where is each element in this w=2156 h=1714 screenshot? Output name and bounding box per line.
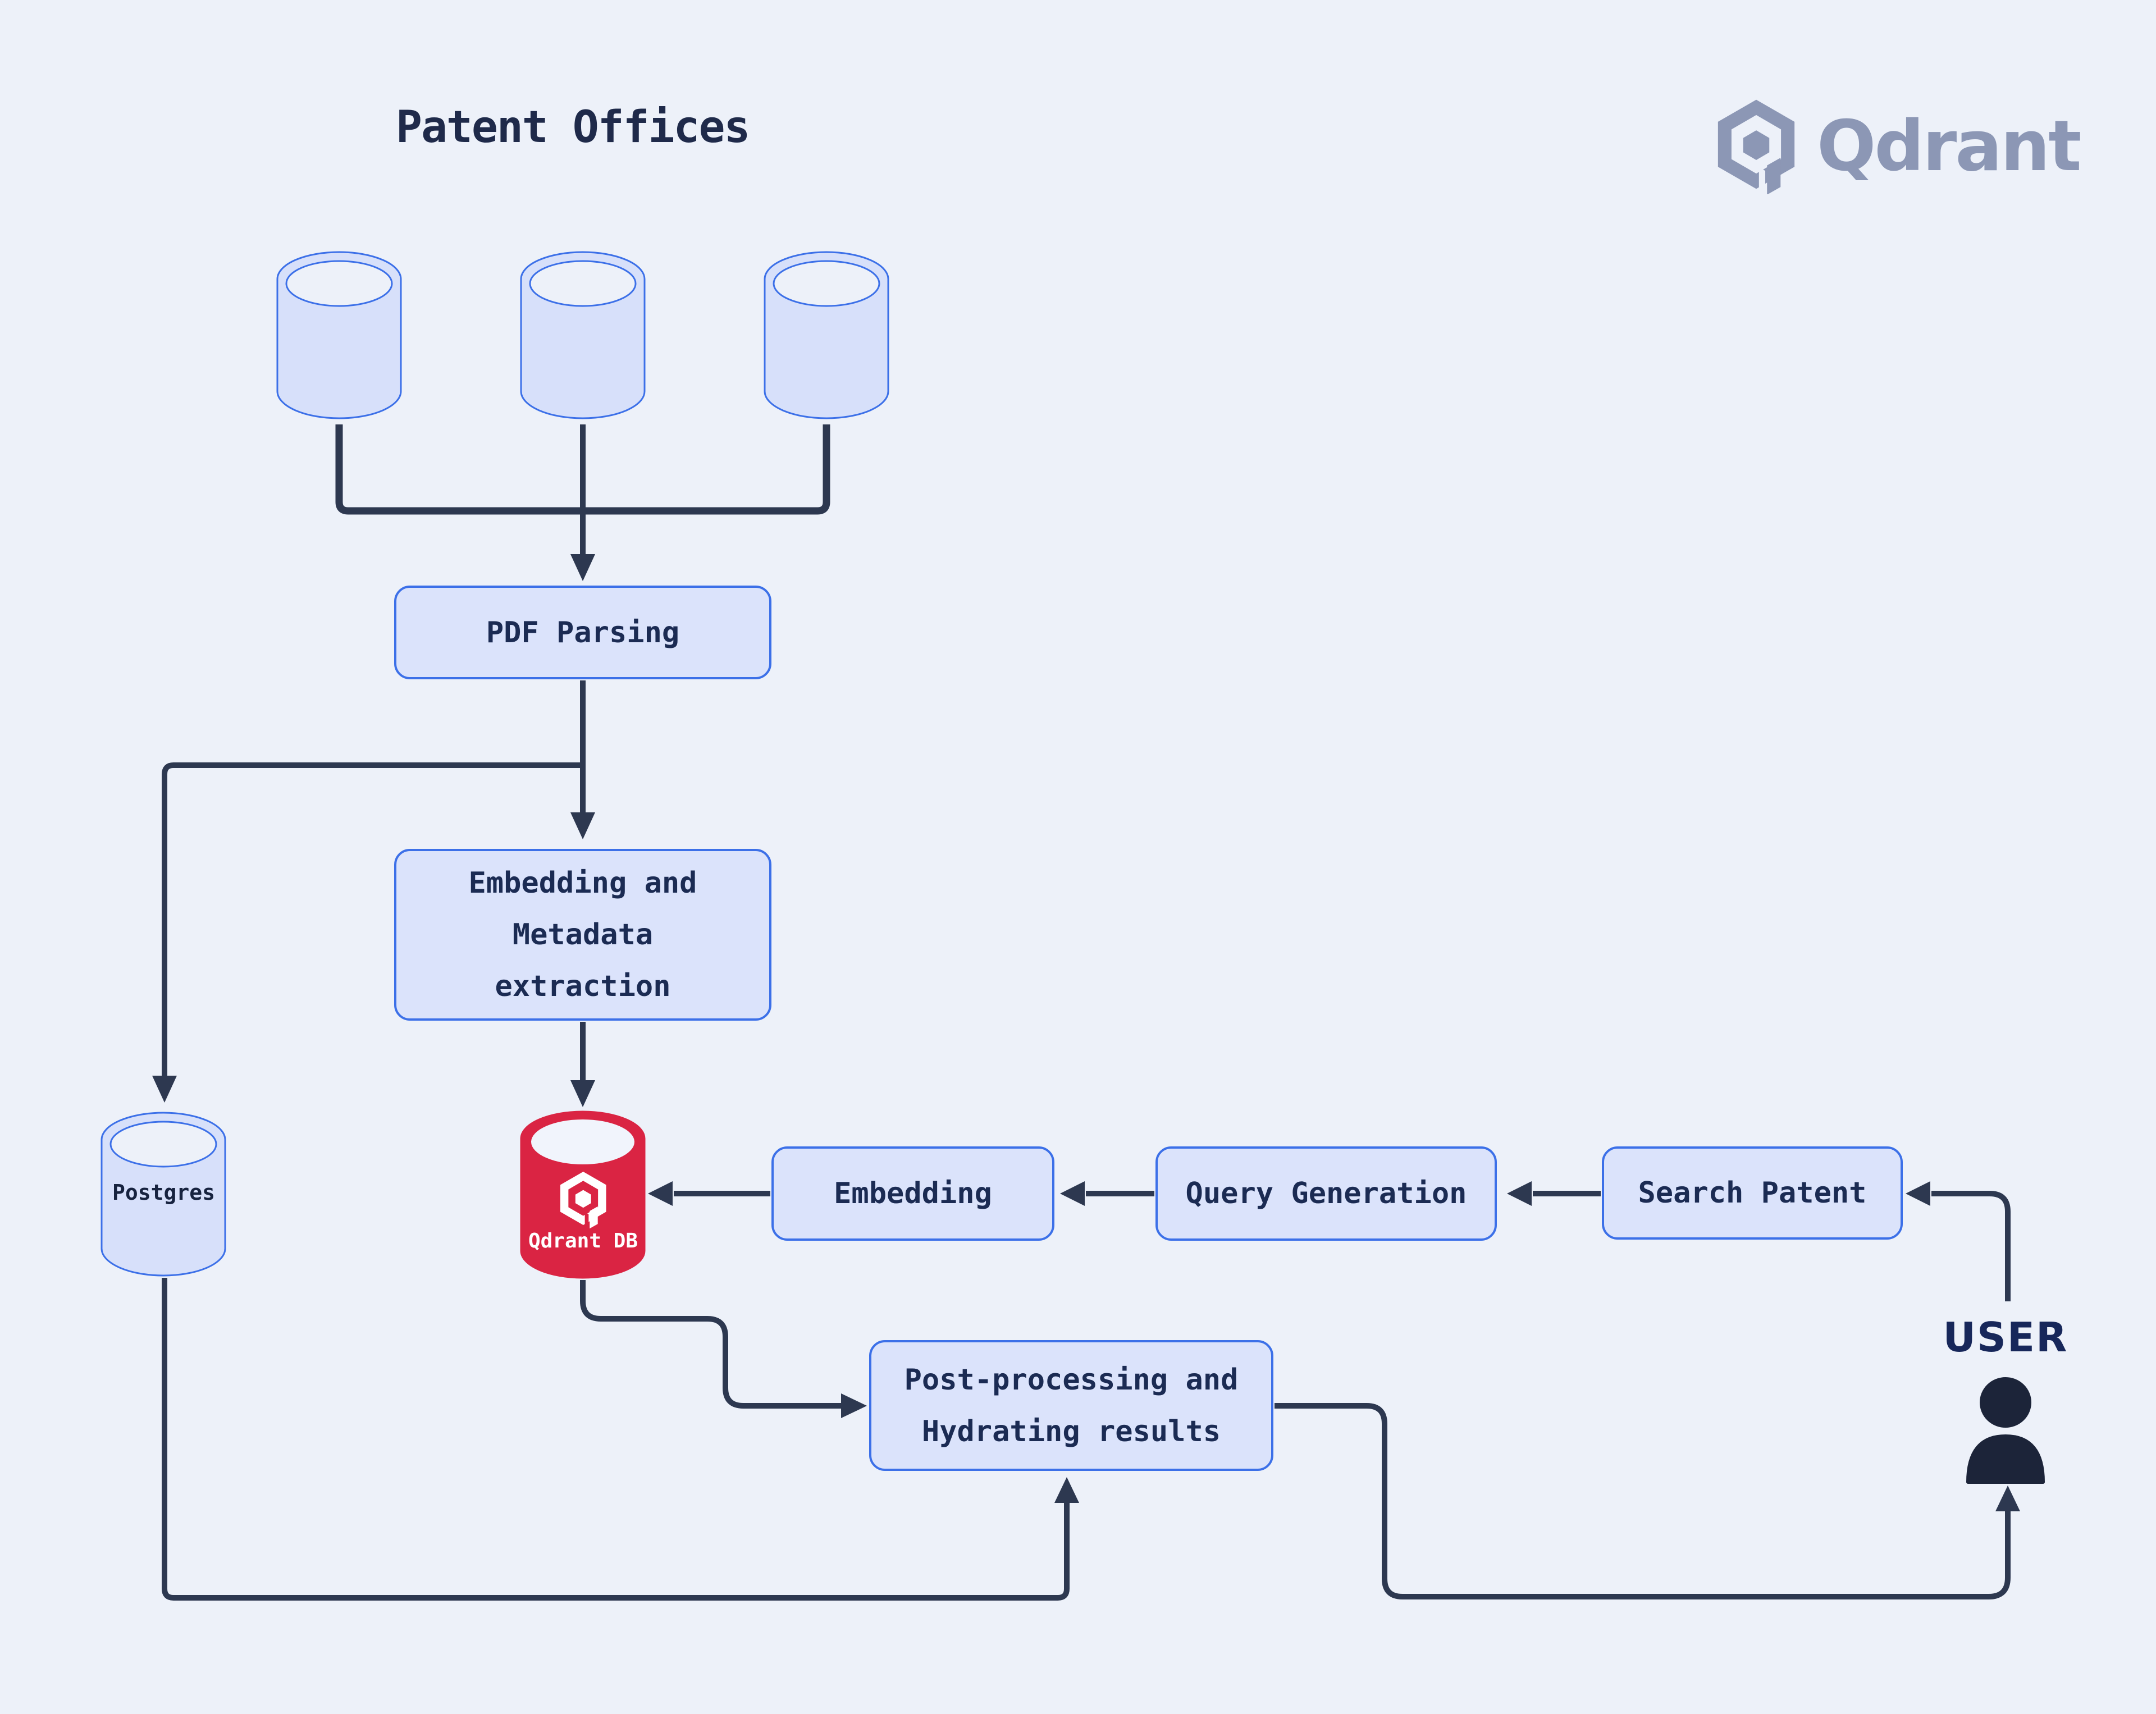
- patent-source-db-icon-2: [520, 251, 646, 419]
- node-label-line: Metadata: [512, 918, 654, 952]
- qdrant-db-label: Qdrant DB: [528, 1229, 638, 1253]
- qdrant-logo-icon: [1718, 99, 1795, 194]
- postgres-db-icon: [101, 1112, 226, 1277]
- node-search-patent: Search Patent: [1602, 1146, 1903, 1240]
- arrowhead-into-postproc-left: [841, 1393, 867, 1418]
- person-icon: [1966, 1377, 2045, 1484]
- node-label: Embedding: [834, 1177, 992, 1210]
- qdrant-brand: Qdrant: [1717, 99, 2082, 194]
- edge-user-to-search: [1931, 1191, 2011, 1301]
- user-label: USER: [1943, 1314, 2068, 1361]
- qdrant-db-icon: [520, 1110, 646, 1279]
- edge-postgres-to-postproc: [162, 1278, 1070, 1601]
- arrowhead-into-postproc-bottom: [1054, 1477, 1079, 1503]
- edge-qdrantdb-to-postproc: [580, 1280, 842, 1409]
- qdrant-wordmark: Qdrant: [1817, 106, 2082, 187]
- node-label-line: Post-processing and: [904, 1363, 1239, 1397]
- arrowhead-into-pdf: [570, 554, 595, 581]
- arrowhead-into-qdrantdb-top: [570, 1080, 595, 1107]
- edge-postproc-to-user: [1275, 1403, 2011, 1599]
- node-pdf-parsing: PDF Parsing: [394, 586, 771, 679]
- edge-pdf-to-postgres: [162, 762, 583, 1077]
- patent-source-db-icon-3: [764, 251, 889, 419]
- node-query-generation: Query Generation: [1155, 1146, 1497, 1241]
- node-post-processing: Post-processing and Hydrating results: [869, 1340, 1273, 1471]
- arrowhead-into-querygen: [1507, 1181, 1532, 1206]
- node-label: Query Generation: [1185, 1177, 1467, 1210]
- node-label-line: Hydrating results: [921, 1414, 1221, 1448]
- postgres-label: Postgres: [112, 1180, 216, 1205]
- page-title: Patent Offices: [396, 102, 750, 153]
- node-label-line: Embedding and: [468, 866, 697, 900]
- node-label: Search Patent: [1638, 1176, 1867, 1210]
- arrowhead-into-search: [1906, 1181, 1930, 1206]
- node-embedding: Embedding: [771, 1146, 1054, 1241]
- patent-source-db-icon-1: [276, 251, 402, 419]
- node-label-line: extraction: [495, 970, 671, 1003]
- arrowhead-into-user: [1995, 1486, 2020, 1511]
- arrowhead-into-embedding: [1060, 1181, 1085, 1206]
- node-embedding-metadata-extraction: Embedding and Metadata extraction: [394, 849, 771, 1021]
- node-label: PDF Parsing: [486, 615, 680, 650]
- arrowhead-into-qdrantdb-right: [648, 1181, 673, 1206]
- arrowhead-into-embedmeta: [570, 812, 595, 839]
- arrowhead-into-postgres: [152, 1076, 177, 1103]
- qdrant-logo-icon-white: [560, 1171, 606, 1229]
